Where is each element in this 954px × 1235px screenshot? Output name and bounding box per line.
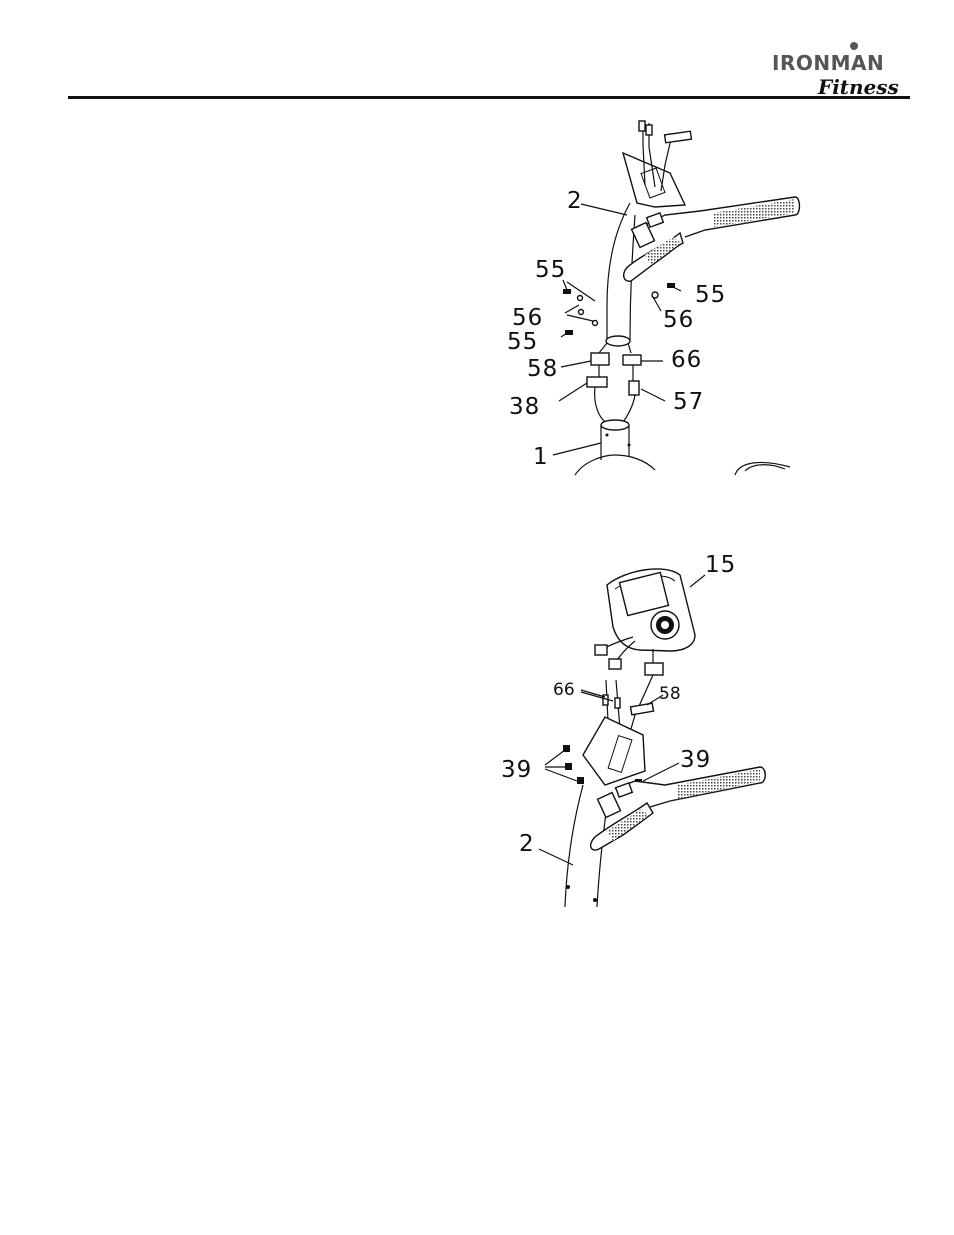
logo-wordmark: IRONMAN Fitness <box>772 42 899 98</box>
connector-66 <box>595 645 607 655</box>
callout-66: 66 <box>671 347 702 373</box>
connector-58 <box>645 663 663 675</box>
svg-text:IRONMAN: IRONMAN <box>772 51 884 75</box>
connector-38 <box>587 377 607 387</box>
callout-55: 55 <box>535 257 566 283</box>
callout-55: 55 <box>695 282 726 308</box>
callout-58: 58 <box>659 684 681 704</box>
callout-38: 38 <box>509 394 540 420</box>
connector-66 <box>609 659 621 669</box>
connector-57 <box>629 381 639 395</box>
callout-56: 56 <box>663 307 694 333</box>
connector-66 <box>623 355 641 365</box>
svg-text:Fitness: Fitness <box>817 75 899 98</box>
callout-57: 57 <box>673 389 704 415</box>
callout-2: 2 <box>567 188 583 214</box>
washer-icon <box>593 321 598 326</box>
callout-2: 2 <box>519 831 535 857</box>
mounting-plate <box>583 717 645 785</box>
ironman-fitness-logo: IRONMAN Fitness <box>770 38 912 98</box>
leader-lines <box>553 204 681 455</box>
callout-39: 39 <box>680 747 711 773</box>
header-rule <box>68 96 910 99</box>
washer-icon <box>578 296 583 301</box>
washer-icon <box>579 310 584 315</box>
handlebar <box>624 197 800 281</box>
assembly-figure-mast-wiring: 2 55 56 55 55 56 58 66 38 57 1 <box>495 115 825 480</box>
bolt-icon <box>577 777 584 784</box>
connector-58 <box>591 353 609 365</box>
logo-dot-icon <box>850 42 858 50</box>
console-unit <box>607 569 695 651</box>
callout-58: 58 <box>527 356 558 382</box>
wire-connectors <box>587 343 641 425</box>
callout-39: 39 <box>501 757 532 783</box>
callout-56: 56 <box>512 305 543 331</box>
callout-55: 55 <box>507 329 538 355</box>
callout-1: 1 <box>533 444 549 470</box>
callout-66: 66 <box>553 680 575 700</box>
assembly-figure-console: 15 66 58 39 39 2 <box>495 545 795 907</box>
frame-base-tube <box>575 420 790 475</box>
callout-15: 15 <box>705 552 736 578</box>
